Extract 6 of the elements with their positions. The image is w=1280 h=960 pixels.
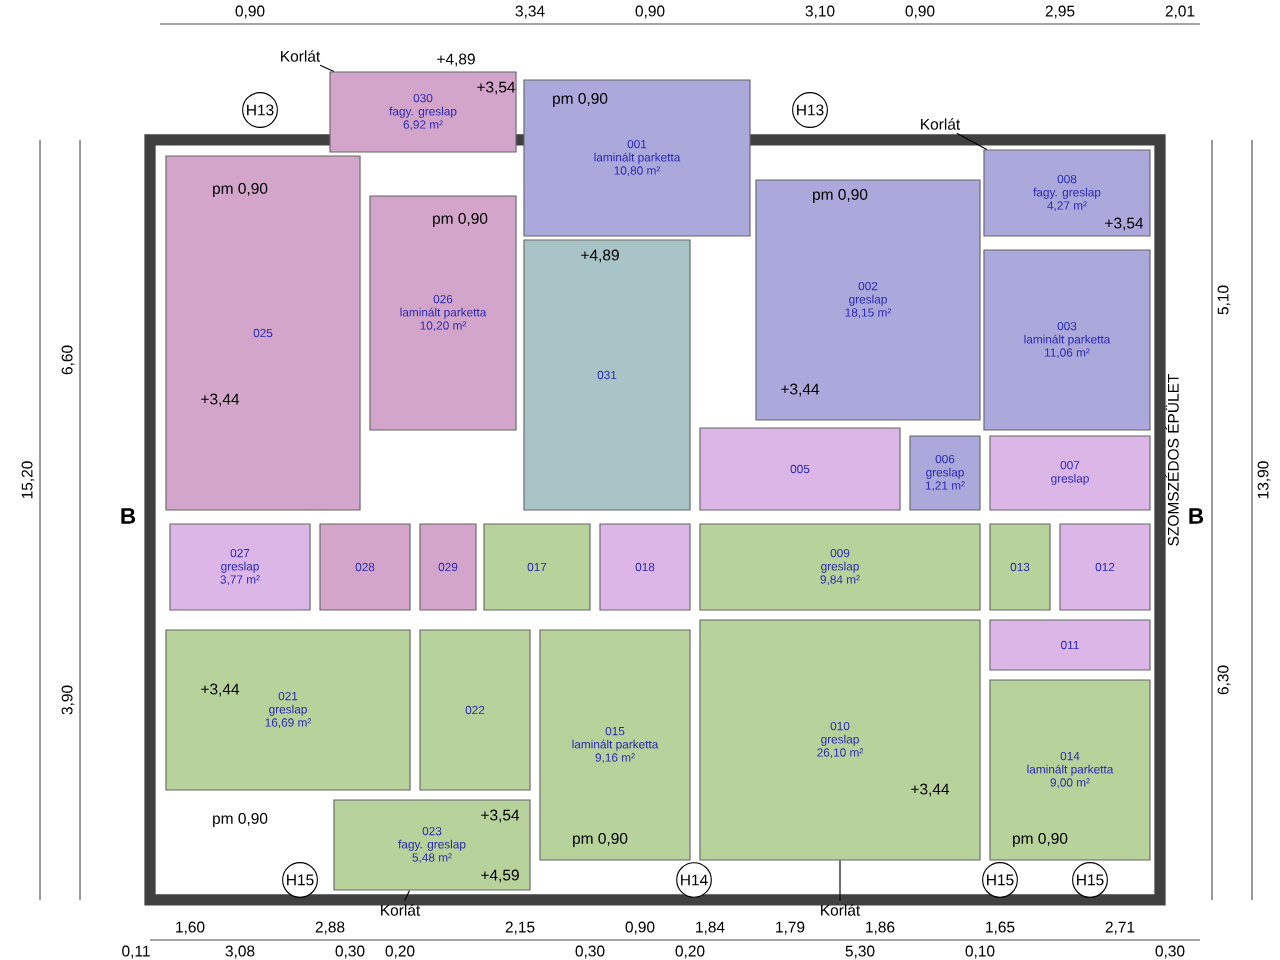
axis-label: B (1189, 508, 1204, 524)
leader-line (956, 132, 988, 150)
leader-line (319, 64, 335, 72)
leader-line (403, 890, 411, 902)
leader-line (839, 860, 841, 902)
axis-label: B (121, 508, 136, 524)
